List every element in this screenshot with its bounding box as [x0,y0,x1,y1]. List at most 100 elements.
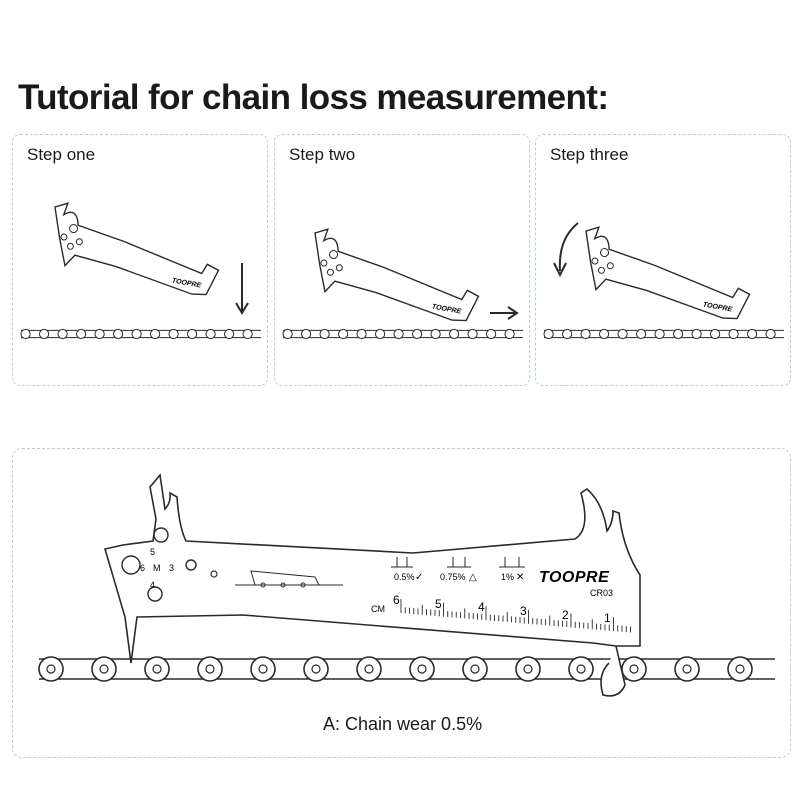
chain-link [150,328,161,340]
ruler-number: 3 [520,604,527,618]
chain [38,656,775,682]
hole-4 [147,586,163,602]
mini-chain-tool-icon [235,570,343,588]
arrow-down-icon [235,263,249,315]
chain-link [242,328,253,340]
chain-link [617,328,628,340]
hole-label: 3 [169,563,174,573]
chain-link [57,328,68,340]
ruler-unit: CM [371,604,385,614]
chain-link [486,328,497,340]
wear-marker-label: 0.75% [440,572,466,582]
chain-link [691,328,702,340]
chain [543,328,784,340]
wear-caption: A: Chain wear 0.5% [323,714,483,734]
detail-illustration: 5 6 M 3 4 0.5% ✓ 0.75% △ 1% ✕ TOOPRE CR0… [38,473,775,697]
chain-link [76,328,87,340]
ruler-number: 6 [393,593,400,607]
tool-brand: TOOPRE [539,569,610,586]
chain-link [338,328,349,340]
chain-pin [311,664,321,674]
chain-link [94,328,105,340]
chain-pin [46,664,56,674]
chain-link [224,328,235,340]
chain-pin [417,664,427,674]
chain-pin [523,664,533,674]
wear-marker-label: 1% [501,572,514,582]
step-one-label: Step one [27,145,96,164]
chain-checker-tool: TOOPRE [54,202,220,296]
chain-link [205,328,216,340]
chain-link [636,328,647,340]
step-one-panel: TOOPRE Step one [12,134,268,386]
chain-pin [682,664,692,674]
step-two-panel: TOOPRE Step two [274,134,530,386]
chain-link [467,328,478,340]
chain-link [580,328,591,340]
cross-icon: ✕ [516,572,524,583]
tool-model: CR03 [590,588,613,598]
step-three-panel: TOOPRE Step three [535,134,791,386]
chain-pin [364,664,374,674]
step-two-illustration: TOOPRE [282,228,523,340]
ruler-scale [400,599,631,633]
chain-link [728,328,739,340]
chain-pin [205,664,215,674]
chain-pin [470,664,480,674]
chain-pin [629,664,639,674]
chain-checker-tool: TOOPRE [314,228,480,322]
chain-link [356,328,367,340]
chain-link [747,328,758,340]
chain-pin [99,664,109,674]
hole-label: 5 [150,547,155,557]
chain-link [412,328,423,340]
chain-link [765,328,776,340]
step-two-label: Step two [289,145,356,164]
chain-pin [735,664,745,674]
rotate-arrow-icon [553,222,579,278]
chain-link [375,328,386,340]
chain-link [673,328,684,340]
hole-label: 4 [150,580,155,590]
hole-5 [153,527,169,543]
chain-link [319,328,330,340]
chain-link [504,328,515,340]
chain-pin [258,664,268,674]
chain-link [282,328,293,340]
chain-link [543,328,554,340]
chain-pin [152,664,162,674]
chain-link [131,328,142,340]
hole-6 [121,555,141,575]
step-three-label: Step three [550,145,629,164]
chain-checker-tool: TOOPRE [585,226,751,320]
chain-link [599,328,610,340]
arrow-right-icon [490,306,519,320]
triangle-icon: △ [469,572,477,583]
wear-indicator-icons [391,557,525,568]
chain [282,328,523,340]
chain-link [113,328,124,340]
chain-link [562,328,573,340]
page-title: Tutorial for chain loss measurement: [18,78,609,117]
ruler-number: 4 [478,600,485,614]
chain-link [168,328,179,340]
ruler-number: 1 [604,611,611,625]
hole-3 [185,559,197,571]
chain-pin [576,664,586,674]
detail-panel: 5 6 M 3 4 0.5% ✓ 0.75% △ 1% ✕ TOOPRE CR0… [12,448,791,758]
chain-link [20,328,31,340]
chain-checker-tool: 5 6 M 3 4 0.5% ✓ 0.75% △ 1% ✕ TOOPRE CR0… [103,473,641,697]
check-icon: ✓ [415,572,423,583]
step-one-illustration: TOOPRE [20,202,261,340]
hole-small [210,570,218,578]
ruler-number: 5 [435,597,442,611]
chain [20,328,261,340]
hole-label: 6 [140,563,145,573]
chain-link [430,328,441,340]
step-three-illustration: TOOPRE [543,222,784,340]
chain-link [301,328,312,340]
chain-link [710,328,721,340]
chain-link [654,328,665,340]
chain-link [187,328,198,340]
chain-link [39,328,50,340]
